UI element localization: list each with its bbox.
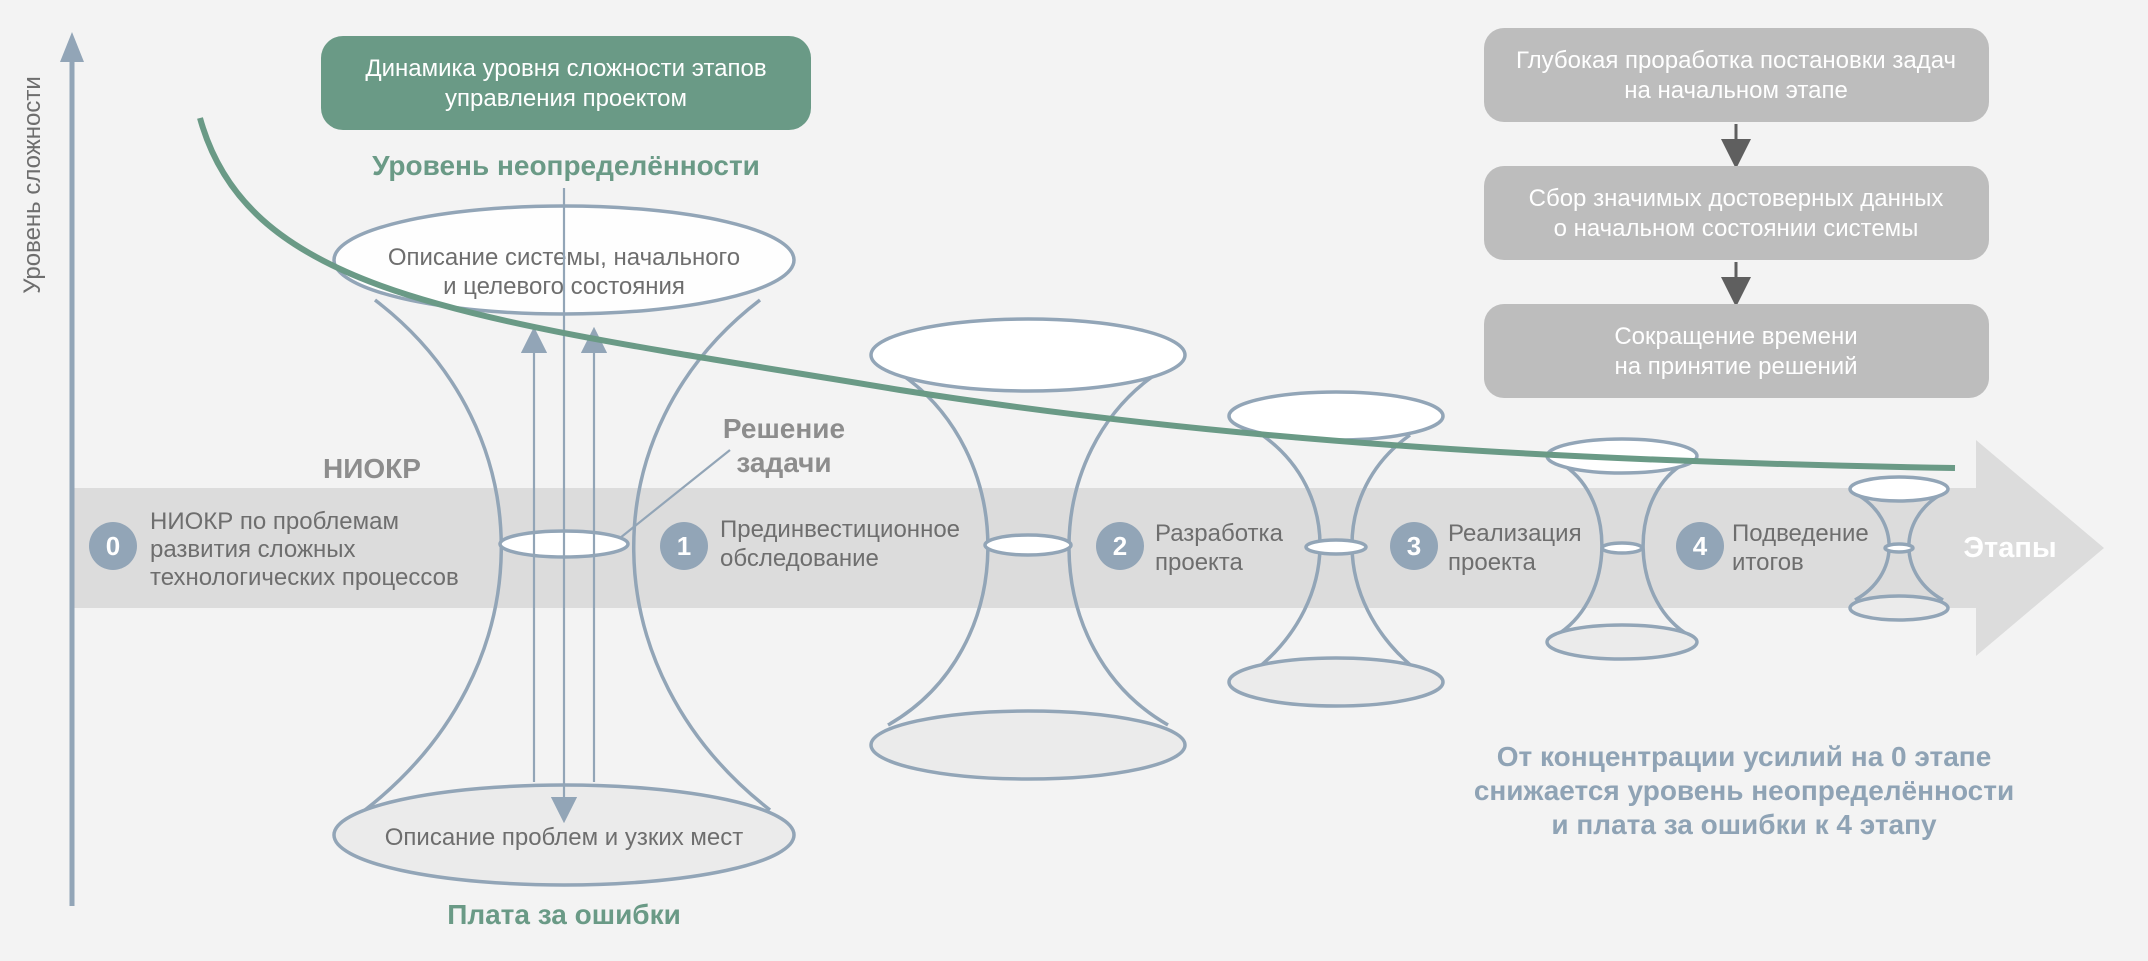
y-axis-label: Уровень сложности: [19, 76, 46, 294]
stage-2-number: 2: [1113, 531, 1127, 561]
solution-leader-line: [619, 449, 731, 539]
funnel-0-right-side: [632, 298, 772, 812]
stage-1-number: 1: [677, 531, 691, 561]
stage-3-number: 3: [1407, 531, 1421, 561]
header-line-1: Динамика уровня сложности этапов: [365, 55, 766, 82]
flow-box-3-line-1: Сокращение времени: [1614, 323, 1857, 350]
niokr-label: НИОКР: [323, 453, 421, 484]
stage-1-marker: [660, 522, 708, 570]
flow-box-2-line-2: о начальном состоянии системы: [1554, 215, 1919, 242]
flow-box-1: [1484, 28, 1989, 122]
error-cost-label: Плата за ошибки: [447, 899, 681, 930]
funnel-1-top-ellipse: [869, 317, 1187, 393]
header-box: [321, 36, 811, 130]
stage-4-marker: [1676, 522, 1724, 570]
stage-0-marker: [89, 522, 137, 570]
header-line-2: управления проектом: [445, 85, 687, 112]
flow-box-1-line-2: на начальном этапе: [1624, 77, 1848, 104]
stage-3-line-2: проекта: [1448, 549, 1537, 576]
uncertainty-curve: [197, 117, 1956, 471]
flow-box-1-line-1: Глубокая проработка постановки задач: [1516, 47, 1956, 74]
stage-4-line-2: итогов: [1732, 549, 1804, 576]
y-axis-arrowhead-icon: [60, 32, 84, 62]
funnel-3-neck-ellipse: [1600, 541, 1644, 555]
stages-arrow-label: Этапы: [1963, 532, 2056, 564]
flow-box-2-line-1: Сбор значимых достоверных данных: [1529, 185, 1944, 212]
bottom-ellipse-text: Описание проблем и узких мест: [385, 824, 743, 851]
solution-label-line-2: задачи: [736, 447, 831, 478]
stage-4-line-1: Подведение: [1732, 520, 1869, 547]
funnel-0-left-side: [363, 298, 503, 812]
stages-band-arrow: [72, 440, 2104, 656]
stage-3-line-1: Реализация: [1448, 520, 1582, 547]
funnel-2-neck-ellipse: [1304, 538, 1368, 556]
stage-2-marker: [1096, 522, 1144, 570]
stage-2-line-2: проекта: [1155, 549, 1244, 576]
funnel-3-bottom-ellipse: [1545, 623, 1699, 661]
funnel-4-top-ellipse: [1848, 475, 1950, 503]
stage-3-marker: [1390, 522, 1438, 570]
stage-4-number: 4: [1693, 531, 1708, 561]
funnel-1-bottom-ellipse: [869, 709, 1187, 781]
stage-2-line-1: Разработка: [1155, 520, 1284, 547]
conclusion-line-2: снижается уровень неопределённости: [1474, 775, 2014, 806]
funnel-4-bottom-ellipse: [1848, 594, 1950, 622]
flow-box-2: [1484, 166, 1989, 260]
stage-1-line-1: Прединвестиционное: [720, 516, 960, 543]
funnel-4-neck-ellipse: [1883, 542, 1915, 554]
stage-0-line-2: развития сложных: [150, 536, 356, 563]
funnel-2-bottom-ellipse: [1227, 656, 1445, 708]
conclusion-line-3: и плата за ошибки к 4 этапу: [1551, 809, 1937, 840]
flow-box-3: [1484, 304, 1989, 398]
flow-box-3-line-2: на принятие решений: [1614, 353, 1857, 380]
stage-1-line-2: обследование: [720, 545, 879, 572]
solution-label-line-1: Решение: [723, 413, 845, 444]
uncertainty-label: Уровень неопределённости: [372, 150, 760, 181]
funnel-1-neck-ellipse: [983, 533, 1073, 557]
conclusion-line-1: От концентрации усилий на 0 этапе: [1497, 741, 1992, 772]
stage-0-line-1: НИОКР по проблемам: [150, 508, 399, 535]
stage-0-number: 0: [106, 531, 120, 561]
stage-0-line-3: технологических процессов: [150, 564, 459, 591]
